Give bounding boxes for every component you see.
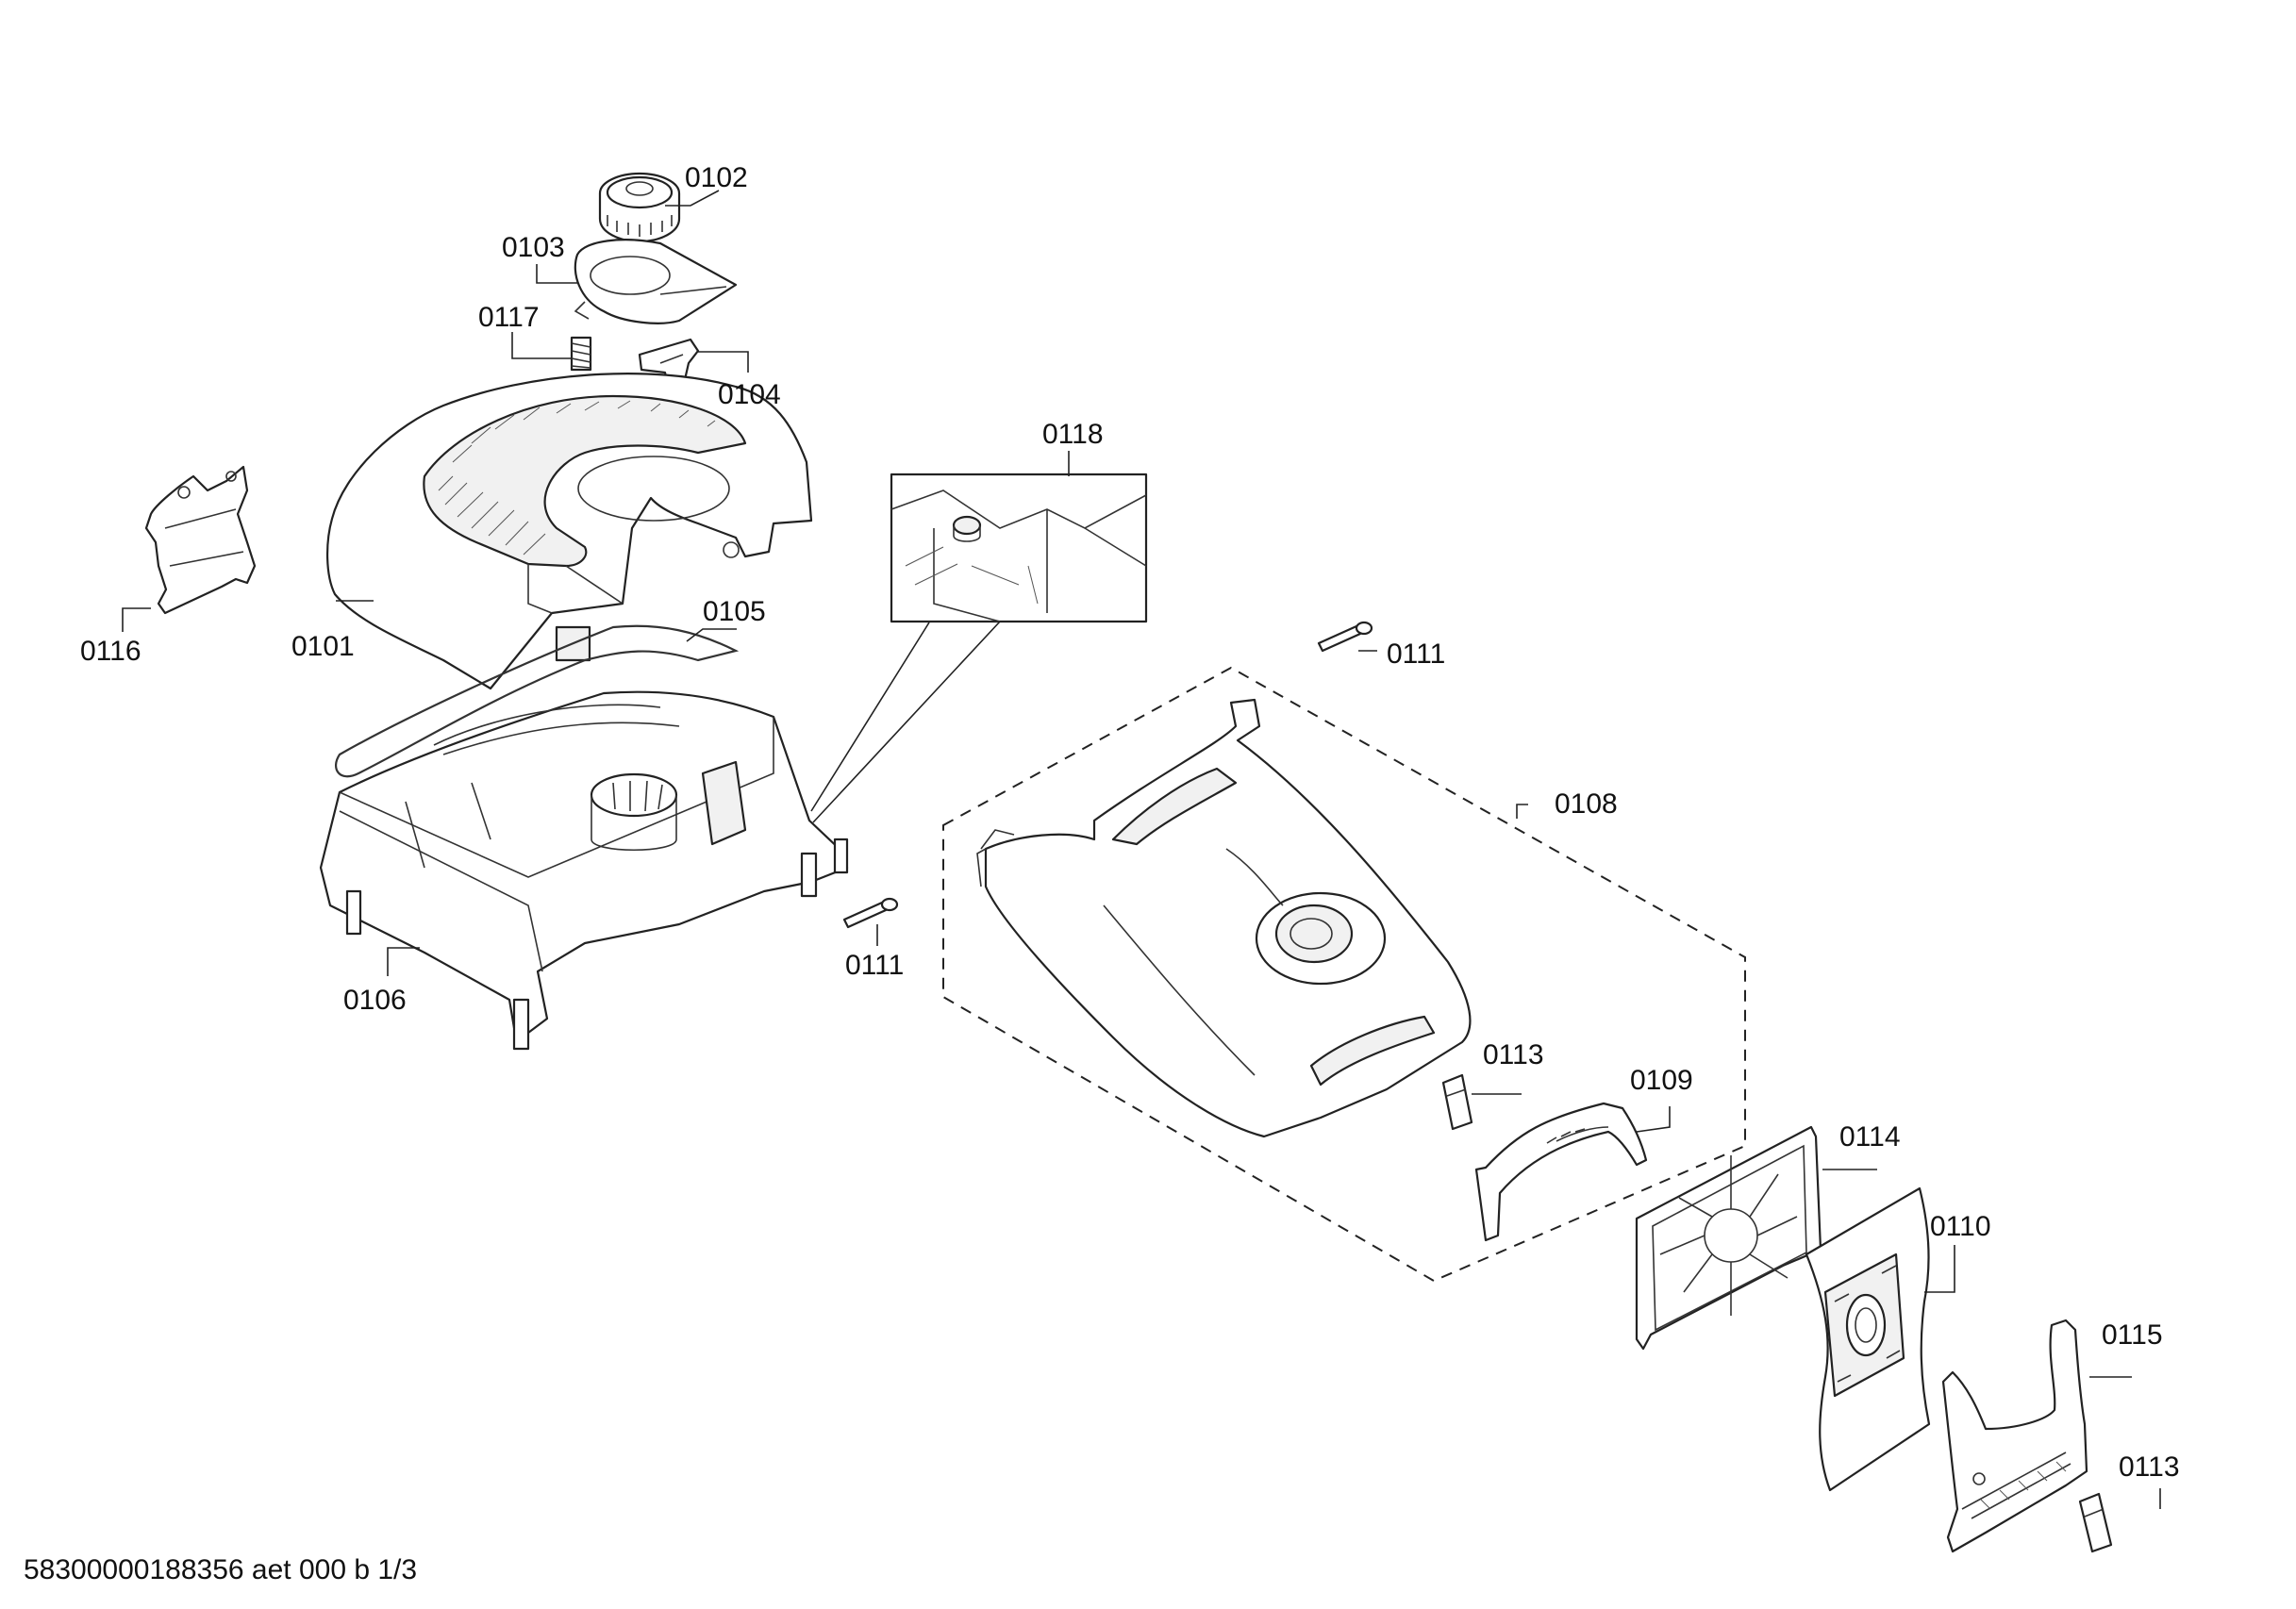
part-0118-detail-inset [810,473,1148,823]
leader-0116 [122,607,151,632]
part-0111-screw-upper [1317,621,1373,653]
part-0108-assembly-outline [942,666,1746,1283]
callout-0115: 0115 [2102,1319,2163,1351]
part-0108-cover [976,698,1472,1138]
callout-0118: 0118 [1042,419,1104,450]
leader-0102 [665,190,720,207]
callout-0102: 0102 [685,162,748,193]
callout-0116: 0116 [80,636,141,667]
callout-0104: 0104 [718,379,781,410]
callout-0101: 0101 [291,631,355,662]
callout-0109: 0109 [1630,1065,1693,1096]
callout-0113-upper: 0113 [1483,1039,1544,1070]
leader-0106 [387,947,420,976]
callout-0111-lower: 0111 [845,950,904,981]
callout-0111-upper: 0111 [1387,639,1445,670]
part-0111-screw-lower [842,897,899,929]
leader-0104 [698,351,749,373]
leader-0105 [686,628,737,642]
callout-0108: 0108 [1555,788,1618,820]
drawing-reference-footer: 58300000188356 aet 000 b 1/3 [24,1554,418,1585]
callout-0114: 0114 [1839,1121,1901,1153]
part-0101-top-cover [326,373,813,690]
part-0109-handle [1474,1102,1648,1242]
part-0105-gasket [335,624,740,778]
part-0103-base-plate [574,239,738,324]
part-0113-clip-upper [1441,1073,1473,1131]
part-0106-chassis [319,690,849,1051]
part-0110-filter-bag [1805,1186,1931,1492]
part-0116-side-bracket [144,465,257,615]
leader-0117 [511,332,572,359]
callout-labels: 0102 0103 0117 0104 0118 0116 0101 0105 … [80,162,2180,1483]
callout-0103: 0103 [502,232,565,263]
leader-0109 [1636,1106,1671,1133]
leader-0103 [536,264,577,284]
part-0114-filter-frame [1635,1125,1822,1351]
part-0113-clip-lower [2078,1492,2113,1553]
leader-lines [122,190,2161,1509]
callout-0110: 0110 [1930,1211,1991,1242]
part-0117-spring [570,336,592,372]
part-0102-knob [598,172,681,243]
callout-0106: 0106 [343,985,407,1016]
callout-0117: 0117 [478,302,540,333]
leader-0108 [1516,804,1528,819]
leader-0110 [1924,1245,1955,1293]
callout-0113-lower: 0113 [2119,1451,2180,1483]
part-0115-holder-bracket [1941,1319,2088,1553]
callout-0105: 0105 [703,596,766,627]
